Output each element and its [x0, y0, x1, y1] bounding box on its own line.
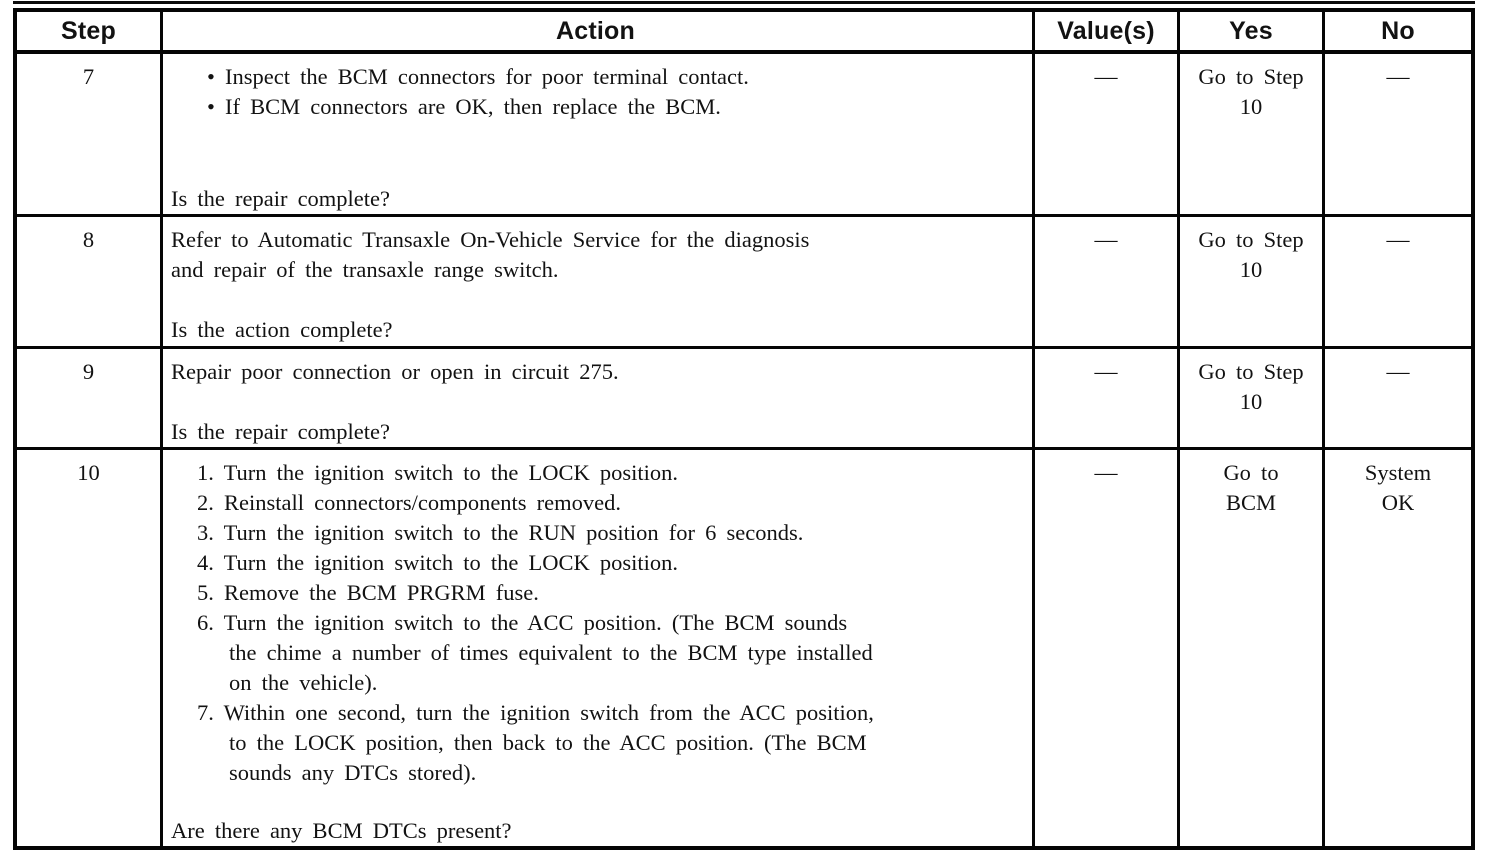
table-row-step-10: 10 1. Turn the ignition switch to the LO… — [17, 447, 1471, 846]
action-numbered-item: 2. Reinstall connectors/components remov… — [197, 490, 622, 515]
action-question: Is the action complete? — [171, 317, 393, 342]
table-header-row: Step Action Value(s) Yes No — [17, 12, 1471, 54]
header-action: Action — [160, 12, 1032, 50]
action-cell: Repair poor connection or open in circui… — [160, 349, 1032, 447]
scan-top-rule — [13, 1, 1475, 4]
values-dash: — — [1094, 227, 1118, 252]
values-cell: — — [1032, 217, 1177, 346]
values-dash: — — [1094, 460, 1118, 485]
action-numbered-list: 1. Turn the ignition switch to the LOCK … — [171, 458, 1020, 788]
header-no: No — [1322, 12, 1471, 50]
step-number-cell: 7 — [17, 54, 160, 214]
action-text: Refer to Automatic Transaxle On-Vehicle … — [171, 227, 810, 282]
yes-cell: Go to BCM — [1177, 450, 1322, 846]
yes-goto-text: Go to Step 10 — [1198, 359, 1304, 414]
table-row-step-9: 9 Repair poor connection or open in circ… — [17, 346, 1471, 447]
header-step: Step — [61, 17, 116, 45]
action-numbered-item: 5. Remove the BCM PRGRM fuse. — [197, 580, 539, 605]
yes-goto-text: Go to Step 10 — [1198, 64, 1304, 119]
action-numbered-item: 1. Turn the ignition switch to the LOCK … — [197, 460, 679, 485]
action-numbered-item: 6. Turn the ignition switch to the ACC p… — [197, 610, 873, 695]
header-yes: Yes — [1177, 12, 1322, 50]
values-dash: — — [1094, 64, 1118, 89]
action-question: Are there any BCM DTCs present? — [171, 818, 512, 843]
step-number-cell: 10 — [17, 450, 160, 846]
action-text: Repair poor connection or open in circui… — [171, 359, 619, 384]
no-dash: — — [1386, 64, 1410, 89]
action-question: Is the repair complete? — [171, 419, 391, 444]
action-numbered-item: 7. Within one second, turn the ignition … — [197, 700, 874, 785]
yes-cell: Go to Step 10 — [1177, 54, 1322, 214]
action-cell: • Inspect the BCM connectors for poor te… — [160, 54, 1032, 214]
step-number: 7 — [82, 64, 95, 89]
step-number: 9 — [82, 359, 95, 384]
no-cell: — — [1322, 349, 1471, 447]
action-question: Is the repair complete? — [171, 186, 391, 211]
values-cell: — — [1032, 349, 1177, 447]
action-bullet-list: • Inspect the BCM connectors for poor te… — [171, 62, 1020, 122]
action-cell: 1. Turn the ignition switch to the LOCK … — [160, 450, 1032, 846]
step-number: 10 — [77, 460, 100, 485]
yes-goto-text: Go to BCM — [1223, 460, 1279, 515]
action-bullet-item: • If BCM connectors are OK, then replace… — [207, 94, 721, 119]
step-number-cell: 8 — [17, 217, 160, 346]
table-row-step-8: 8 Refer to Automatic Transaxle On-Vehicl… — [17, 214, 1471, 346]
action-cell: Refer to Automatic Transaxle On-Vehicle … — [160, 217, 1032, 346]
yes-goto-text: Go to Step 10 — [1198, 227, 1304, 282]
diagnostic-table: Step Action Value(s) Yes No 7 • Inspect … — [13, 8, 1475, 850]
header-values: Value(s) — [1032, 12, 1177, 50]
action-numbered-item: 4. Turn the ignition switch to the LOCK … — [197, 550, 679, 575]
no-cell: — — [1322, 54, 1471, 214]
no-cell: System OK — [1322, 450, 1471, 846]
action-numbered-item: 3. Turn the ignition switch to the RUN p… — [197, 520, 804, 545]
action-bullet-item: • Inspect the BCM connectors for poor te… — [207, 64, 749, 89]
yes-cell: Go to Step 10 — [1177, 217, 1322, 346]
yes-cell: Go to Step 10 — [1177, 349, 1322, 447]
no-dash: — — [1386, 227, 1410, 252]
values-cell: — — [1032, 54, 1177, 214]
no-result-text: System OK — [1364, 460, 1432, 515]
table-row-step-7: 7 • Inspect the BCM connectors for poor … — [17, 54, 1471, 214]
no-cell: — — [1322, 217, 1471, 346]
values-cell: — — [1032, 450, 1177, 846]
no-dash: — — [1386, 359, 1410, 384]
values-dash: — — [1094, 359, 1118, 384]
step-number: 8 — [82, 227, 95, 252]
step-number-cell: 9 — [17, 349, 160, 447]
